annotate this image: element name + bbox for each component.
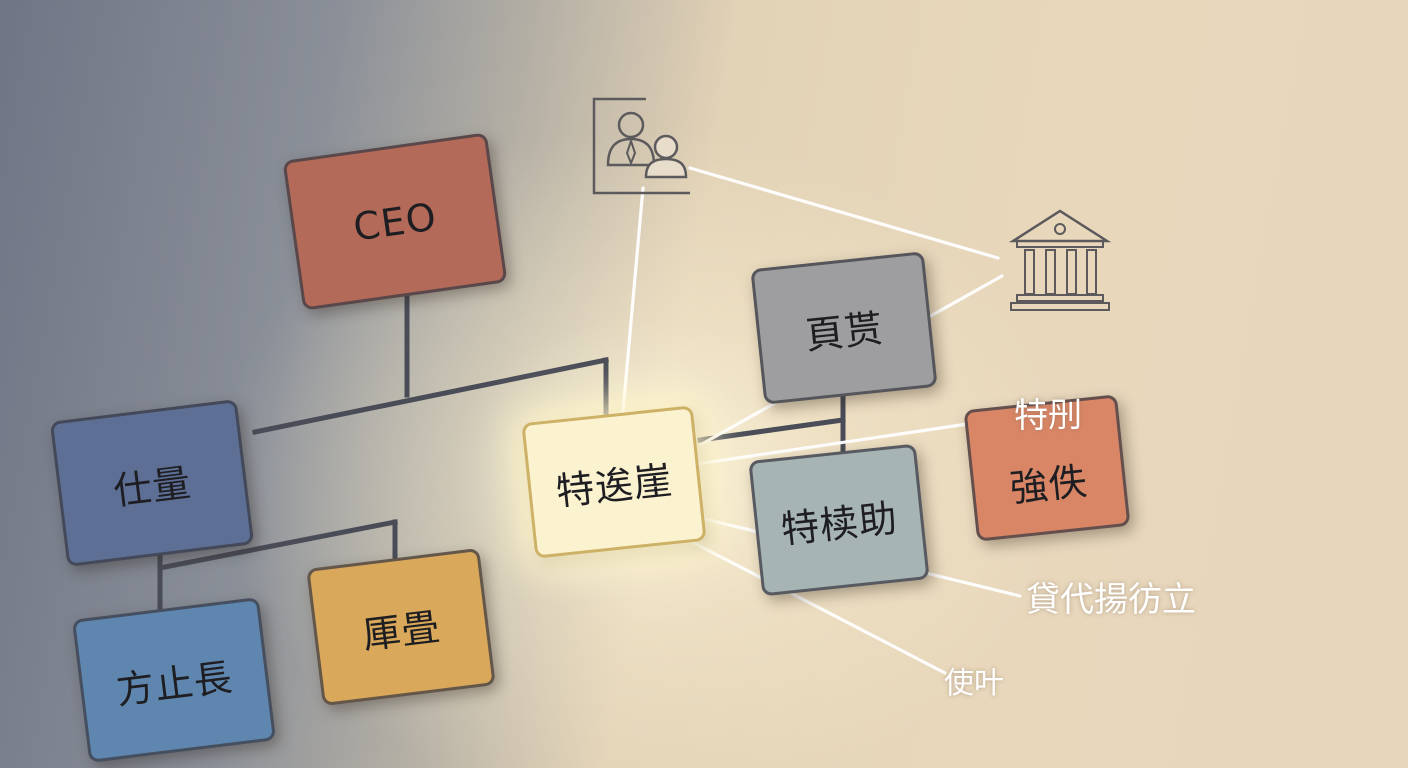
node-left-bottom-left: 方止長 xyxy=(71,597,277,763)
relation-center-people xyxy=(618,186,645,447)
node-right-mid-label: 特椟助 xyxy=(778,495,900,552)
node-right-top: 頁贳 xyxy=(750,251,938,405)
node-ceo-label: CEO xyxy=(350,193,440,250)
node-right-mid: 特椟助 xyxy=(748,443,930,597)
connector-right-branch xyxy=(697,417,846,443)
node-center: 特逘崖 xyxy=(521,405,707,559)
connector-left-branch xyxy=(157,519,398,571)
node-right-top-label: 頁贳 xyxy=(803,305,886,358)
label-shiji: 使叶 xyxy=(944,666,1004,701)
label-kashi: 貸代揚彷立 xyxy=(1026,580,1196,620)
node-left-mid-label: 仕量 xyxy=(111,459,194,514)
node-left-bottom-left-label: 方止長 xyxy=(113,654,236,713)
relation-people-bank xyxy=(688,166,1000,260)
people-icon xyxy=(590,95,700,204)
node-left-bottom-right-label: 厙畳 xyxy=(360,603,443,658)
node-left-mid: 仕量 xyxy=(49,399,255,567)
node-center-label: 特逘崖 xyxy=(553,457,675,514)
connector-branch-main xyxy=(252,357,609,435)
node-ceo: CEO xyxy=(282,132,508,311)
node-left-bottom-right: 厙畳 xyxy=(306,547,496,707)
node-right-orange-label: 強佚 xyxy=(1007,458,1090,511)
label-tebetsu: 特刐 xyxy=(1014,396,1082,436)
bank-building-icon xyxy=(1005,205,1115,324)
relation-center-tebetsu xyxy=(688,416,1010,467)
